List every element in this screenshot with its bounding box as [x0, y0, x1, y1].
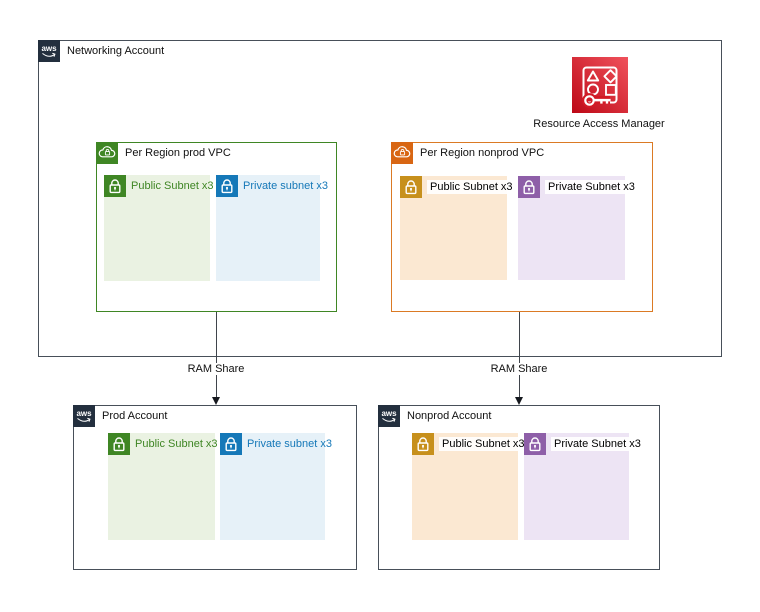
subnet-label: Public Subnet x3 [439, 437, 528, 451]
lock-icon [108, 433, 130, 455]
svg-text:aws: aws [41, 44, 57, 53]
subnet-label: Public Subnet x3 [135, 438, 218, 450]
prod-vpc-label: Per Region prod VPC [125, 147, 231, 159]
networking-account-box: aws Networking Account [38, 40, 722, 357]
arrow-head-icon [515, 397, 523, 405]
nonprod-vpc-label: Per Region nonprod VPC [420, 147, 545, 159]
lock-icon [220, 433, 242, 455]
prod-vpc-public-subnet: Public Subnet x3 [104, 175, 214, 281]
ram-share-arrow [216, 312, 217, 398]
resource-access-manager-label: Resource Access Manager [533, 118, 665, 130]
lock-icon [216, 175, 238, 197]
svg-text:aws: aws [381, 409, 397, 418]
networking-account-label: Networking Account [67, 45, 165, 57]
lock-icon [400, 176, 422, 198]
ram-share-label: RAM Share [464, 363, 574, 375]
vpc-icon [96, 142, 118, 164]
nonprod-account-label: Nonprod Account [407, 410, 492, 422]
svg-text:aws: aws [76, 409, 92, 418]
nonprod-vpc-public-subnet: Public Subnet x3 [400, 176, 516, 280]
nonprod-account-private-subnet: Private Subnet x3 [524, 433, 644, 540]
arrow-head-icon [212, 397, 220, 405]
lock-icon [518, 176, 540, 198]
prod-account-label: Prod Account [102, 410, 168, 422]
aws-logo-icon: aws [38, 40, 60, 62]
resource-access-manager-icon [572, 57, 628, 113]
prod-vpc-box: Per Region prod VPC Public Subnet x3 [96, 142, 337, 312]
prod-account-public-subnet: Public Subnet x3 [108, 433, 218, 540]
subnet-label: Private subnet x3 [247, 438, 332, 450]
lock-icon [524, 433, 546, 455]
ram-share-arrow [519, 312, 520, 398]
prod-vpc-private-subnet: Private subnet x3 [216, 175, 328, 281]
subnet-label: Public Subnet x3 [427, 180, 516, 194]
subnet-label: Private subnet x3 [243, 180, 328, 192]
nonprod-account-public-subnet: Public Subnet x3 [412, 433, 528, 540]
prod-account-private-subnet: Private subnet x3 [220, 433, 332, 540]
lock-icon [412, 433, 434, 455]
subnet-label: Public Subnet x3 [131, 180, 214, 192]
aws-logo-icon: aws [73, 405, 95, 427]
subnet-label: Private Subnet x3 [545, 180, 638, 194]
ram-share-label: RAM Share [161, 363, 271, 375]
aws-logo-icon: aws [378, 405, 400, 427]
prod-account-box: aws Prod Account Public Subnet x3 [73, 405, 357, 570]
lock-icon [104, 175, 126, 197]
nonprod-vpc-private-subnet: Private Subnet x3 [518, 176, 638, 280]
nonprod-account-box: aws Nonprod Account Public Subnet x3 [378, 405, 660, 570]
subnet-label: Private Subnet x3 [551, 437, 644, 451]
nonprod-vpc-box: Per Region nonprod VPC Public Subnet x3 [391, 142, 653, 312]
vpc-icon [391, 142, 413, 164]
